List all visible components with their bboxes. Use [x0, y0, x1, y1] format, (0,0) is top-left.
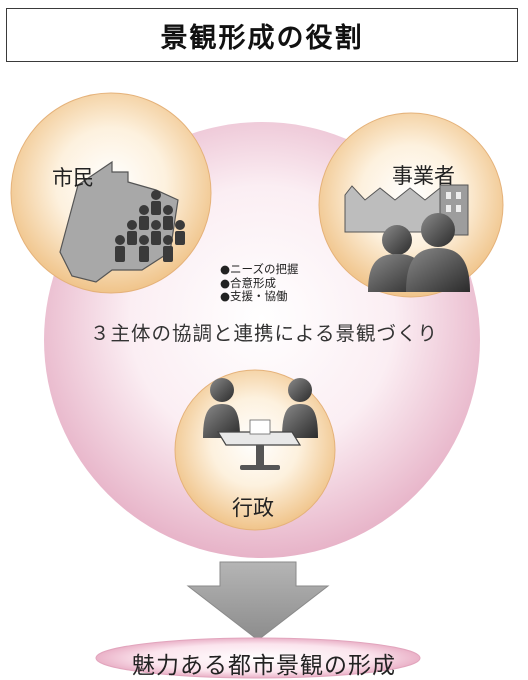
bullet-item: ●合意形成: [220, 275, 277, 290]
diagram-title: 景観形成の役割: [6, 8, 518, 62]
citizen-node: [10, 92, 212, 294]
business-label: 事業者: [392, 164, 455, 188]
government-node: [174, 369, 336, 531]
down-arrow-icon: [186, 561, 330, 641]
crowd-icon: [115, 190, 185, 262]
business-people-icon: [368, 213, 470, 292]
result-ellipse: [95, 637, 421, 679]
meeting-icon: [203, 378, 318, 470]
role-bullet-list: ●ニーズの把握 ●合意形成 ●支援・協働: [220, 262, 299, 304]
government-label: 行政: [232, 496, 274, 520]
citizen-label: 市民: [52, 166, 94, 190]
result-label: 魅力ある都市景観の形成: [132, 653, 396, 679]
business-node: [318, 112, 504, 298]
bullet-item: ●支援・協働: [220, 289, 288, 303]
bullet-item: ●ニーズの把握: [220, 262, 299, 276]
collaboration-caption: ３主体の協調と連携による景観づくり: [90, 322, 438, 345]
